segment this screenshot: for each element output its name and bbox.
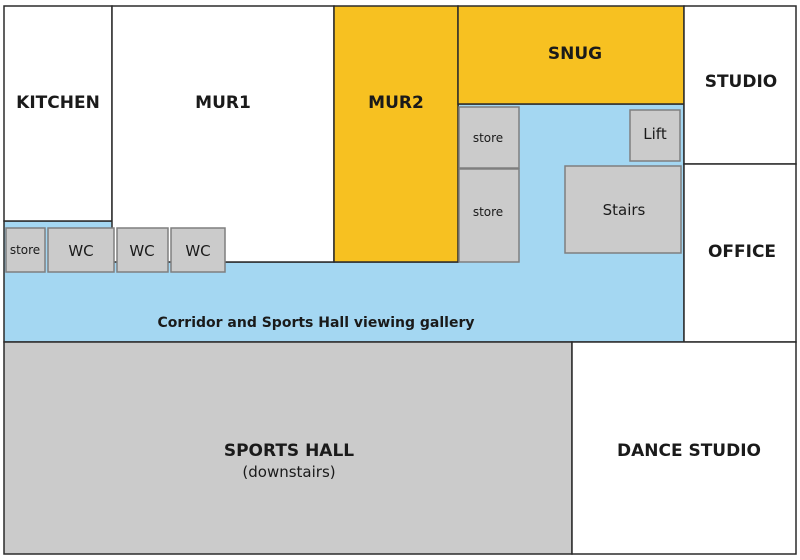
- label-mur1: MUR1: [195, 93, 251, 113]
- room-mur1: [111, 5, 335, 263]
- label-mur2: MUR2: [368, 93, 424, 113]
- label-wc-3: WC: [185, 242, 210, 260]
- room-kitchen: [3, 5, 113, 222]
- label-snug: SNUG: [548, 44, 602, 64]
- label-wc-1: WC: [68, 242, 93, 260]
- label-store-left: store: [10, 243, 40, 257]
- room-store-top: [458, 106, 520, 169]
- label-kitchen: KITCHEN: [16, 93, 100, 113]
- label-corridor: Corridor and Sports Hall viewing gallery: [158, 315, 475, 331]
- label-dance-studio: DANCE STUDIO: [617, 441, 761, 461]
- room-mur2: [333, 5, 459, 263]
- room-wc-1: [47, 227, 115, 273]
- room-sports-hall: [3, 341, 573, 555]
- label-office: OFFICE: [708, 242, 776, 262]
- label-stairs: Stairs: [603, 201, 646, 219]
- room-store-left: [5, 227, 46, 273]
- room-store-mid: [458, 168, 520, 263]
- room-stairs: [564, 165, 682, 254]
- label-studio: STUDIO: [705, 72, 778, 92]
- room-wc-2: [116, 227, 169, 273]
- room-lift: [629, 109, 681, 162]
- room-studio: [683, 5, 797, 165]
- room-snug: [457, 5, 685, 105]
- label-lift: Lift: [643, 125, 667, 143]
- room-dance-studio: [571, 341, 797, 555]
- label-sports-hall: SPORTS HALL: [224, 441, 354, 461]
- room-office: [683, 163, 797, 343]
- label-store-top: store: [473, 131, 503, 145]
- label-wc-2: WC: [129, 242, 154, 260]
- label-store-mid: store: [473, 205, 503, 219]
- label-sports-hall-note: (downstairs): [242, 463, 335, 481]
- room-wc-3: [170, 227, 226, 273]
